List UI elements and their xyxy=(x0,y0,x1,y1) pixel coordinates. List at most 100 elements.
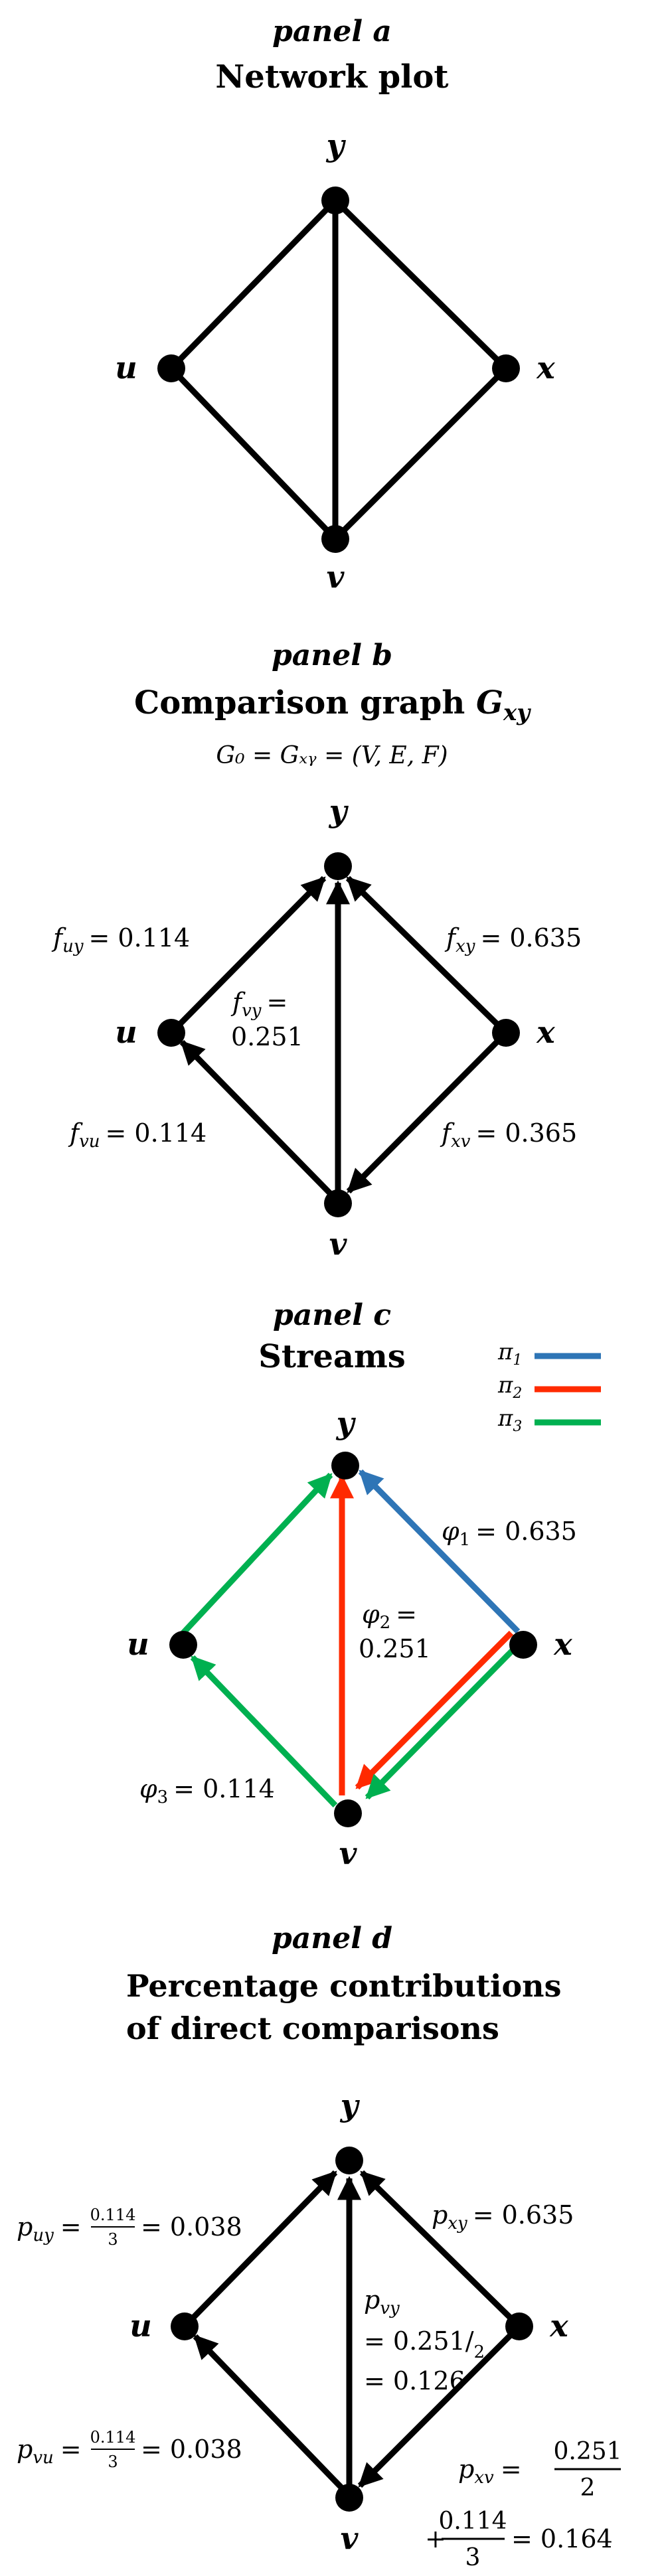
node-label-y: y xyxy=(326,127,347,163)
p-uy-numerator: 0.114 xyxy=(90,2206,136,2224)
node-y xyxy=(331,1452,359,1479)
panel-a-label: panel a xyxy=(272,15,392,48)
arrow-x-to-y xyxy=(359,2170,522,2329)
panel-b: panel b Comparison graph Gxy G₀ = Gₓᵧ = … xyxy=(51,639,582,1262)
panel-c-title: Streams xyxy=(258,1338,406,1375)
p-xv-denominator: 2 xyxy=(580,2474,596,2502)
node-u xyxy=(157,354,185,382)
panel-b-title: Comparison graph Gxy xyxy=(134,684,531,726)
node-label-y: y xyxy=(340,2087,361,2123)
node-label-v: v xyxy=(341,2520,359,2556)
panel-a-nodes xyxy=(157,187,520,553)
p-xv-numerator2: 0.114 xyxy=(438,2508,507,2535)
node-label-x: x xyxy=(549,2308,568,2344)
flow-label-uy: fuy= 0.114 xyxy=(51,923,190,956)
node-label-u: u xyxy=(129,2308,151,2344)
node-v xyxy=(335,2484,363,2512)
p-vy-line3: = 0.126 xyxy=(364,2366,465,2395)
stream-pi1-x-to-y xyxy=(358,1469,521,1634)
stream-legend: π1 π2 π3 xyxy=(497,1339,601,1435)
p-xv-numerator: 0.251 xyxy=(553,2438,622,2465)
node-x xyxy=(492,354,520,382)
contribution-label-vu: pvu= 0.114 3 = 0.038 xyxy=(17,2428,242,2471)
panel-d-nodes xyxy=(171,2147,533,2512)
legend-label-pi1: π1 xyxy=(497,1339,522,1369)
node-y xyxy=(324,852,352,880)
arrow-v-to-u xyxy=(179,1039,341,1204)
panel-b-definition: G₀ = Gₓᵧ = (V, E, F) xyxy=(216,742,448,769)
node-v xyxy=(334,1799,362,1827)
flow-label-vu: fvu= 0.114 xyxy=(68,1118,207,1152)
node-label-u: u xyxy=(115,350,137,386)
node-v xyxy=(324,1189,352,1217)
flow-label-vy: fvy= xyxy=(230,988,288,1021)
panel-d-title-line1: Percentage contributions xyxy=(126,1968,562,2004)
edge-v-x xyxy=(333,366,509,542)
p-vy-lhs: pvy xyxy=(364,2285,400,2318)
contribution-label-xv: pxv= 0.251 2 + 0.114 3 = 0.164 xyxy=(425,2438,622,2571)
p-vy-line2: = 0.251/2 xyxy=(364,2326,485,2362)
node-label-u: u xyxy=(115,1014,137,1050)
node-u xyxy=(171,2312,199,2340)
p-vu-lhs: pvu= xyxy=(17,2435,82,2468)
node-label-v: v xyxy=(329,1226,348,1262)
panel-b-edges xyxy=(169,875,509,1204)
arrow-x-to-v xyxy=(357,2324,522,2488)
p-xv-result: = 0.164 xyxy=(511,2524,613,2553)
p-uy-lhs: puy= xyxy=(17,2212,82,2245)
p-xv-denominator2: 3 xyxy=(465,2544,481,2571)
p-vu-numerator: 0.114 xyxy=(90,2428,136,2447)
legend-label-pi3: π3 xyxy=(497,1405,522,1435)
contribution-label-xy: pxy= 0.635 xyxy=(432,2200,574,2234)
contribution-label-uy: puy= 0.114 3 = 0.038 xyxy=(17,2206,242,2249)
panel-a-title: Network plot xyxy=(215,58,448,96)
node-v xyxy=(321,525,349,553)
arrow-v-to-u xyxy=(193,2334,352,2498)
panel-d-edges xyxy=(182,2170,522,2498)
flow-label-vy-value: 0.251 xyxy=(231,1022,303,1051)
edge-u-y xyxy=(169,198,338,371)
edge-u-v xyxy=(169,366,338,542)
contribution-label-vy: pvy = 0.251/2 = 0.126 xyxy=(364,2285,485,2395)
flow-label-xy: fxy= 0.635 xyxy=(444,923,582,956)
stream-pi3-u-to-y xyxy=(181,1472,333,1635)
panel-a: panel a Network plot y u x v xyxy=(115,15,555,595)
panel-c-nodes xyxy=(169,1452,537,1827)
arrow-x-to-y xyxy=(345,875,509,1035)
node-label-y: y xyxy=(336,1405,357,1441)
panel-d-label: panel d xyxy=(272,1922,392,1955)
node-y xyxy=(335,2147,363,2174)
panel-c-label: panel c xyxy=(273,1298,391,1332)
p-uy-denominator: 3 xyxy=(108,2230,118,2249)
panel-c: panel c Streams π1 π2 π3 y u x v φ xyxy=(127,1298,601,1871)
panel-a-edges xyxy=(169,198,509,542)
stream-pi2-x-to-v xyxy=(355,1630,514,1790)
node-label-x: x xyxy=(536,1014,555,1050)
node-x xyxy=(509,1631,537,1659)
node-label-v: v xyxy=(327,559,345,595)
flow-label-xv: fxv= 0.365 xyxy=(440,1118,577,1152)
p-xv-lhs: pxv= xyxy=(458,2455,522,2488)
p-vu-denominator: 3 xyxy=(108,2453,118,2471)
panel-d: panel d Percentage contributions of dire… xyxy=(17,1922,622,2571)
panel-b-label: panel b xyxy=(272,639,392,672)
panel-c-streams xyxy=(181,1469,527,1808)
arrow-u-to-y xyxy=(182,2170,338,2329)
node-label-u: u xyxy=(127,1626,149,1662)
stream-pi3-x-to-v xyxy=(365,1635,527,1800)
edge-y-x xyxy=(333,198,509,371)
stream-label-phi2: φ2= xyxy=(362,1600,417,1633)
p-vu-result: = 0.038 xyxy=(141,2435,242,2464)
arrow-x-to-v xyxy=(346,1030,509,1194)
stream-label-phi2-value: 0.251 xyxy=(359,1634,431,1663)
node-label-x: x xyxy=(553,1626,572,1662)
node-label-v: v xyxy=(339,1835,358,1871)
stream-label-phi1: φ1= 0.635 xyxy=(442,1517,577,1550)
node-label-x: x xyxy=(536,350,555,386)
p-uy-result: = 0.038 xyxy=(141,2212,242,2241)
node-x xyxy=(505,2312,533,2340)
panel-b-nodes xyxy=(157,852,520,1217)
panel-d-title-line2: of direct comparisons xyxy=(126,2010,499,2046)
node-y xyxy=(321,187,349,214)
